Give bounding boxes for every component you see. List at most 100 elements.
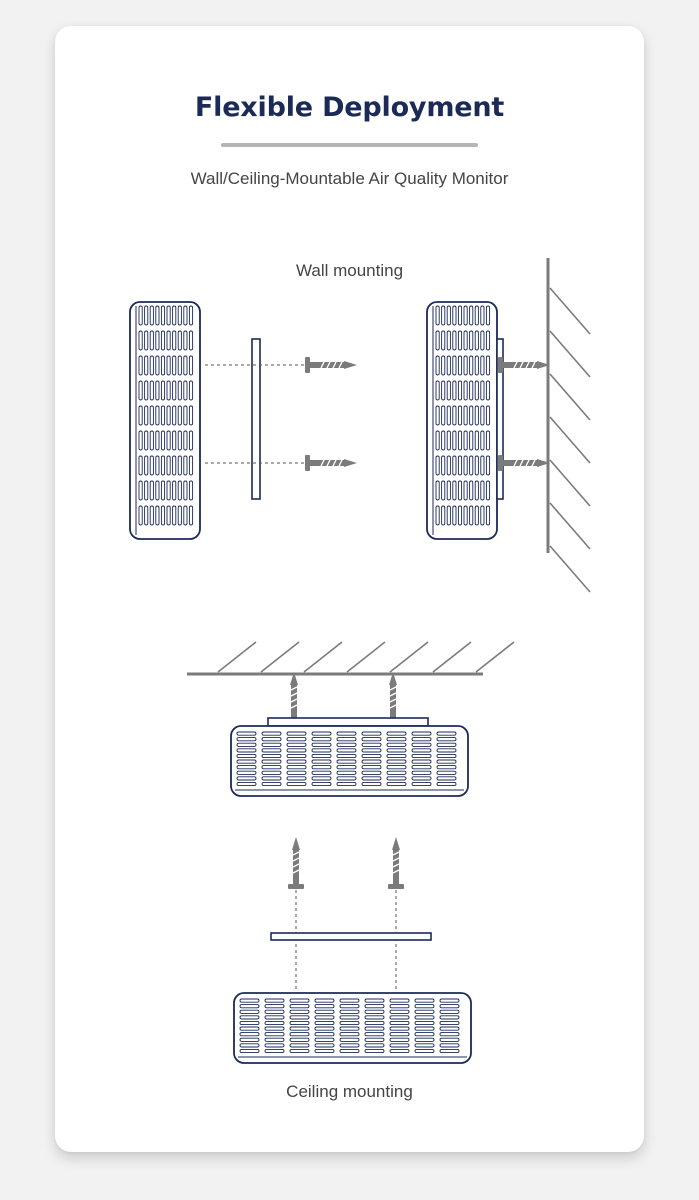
vent-slot <box>364 1015 385 1020</box>
vent-slot <box>188 380 194 401</box>
screw-icon <box>384 671 402 725</box>
wall-hatch-line <box>549 373 591 421</box>
vent-slot <box>480 455 485 476</box>
vent-slot <box>261 742 282 747</box>
vent-slot <box>138 305 143 326</box>
vent-slot <box>183 480 188 501</box>
vent-slot <box>441 505 446 526</box>
vent-slot <box>239 998 260 1003</box>
vent-slot <box>446 430 451 451</box>
vent-slot <box>236 765 257 770</box>
vent-slot <box>452 480 457 501</box>
title-underline <box>221 143 478 147</box>
vent-slot <box>389 1043 410 1048</box>
vent-slot <box>239 1037 260 1042</box>
vent-slot <box>160 455 166 476</box>
vent-slot <box>314 1009 335 1014</box>
vent-slot <box>452 305 457 326</box>
vent-slot <box>183 455 188 476</box>
vent-slot <box>286 731 307 736</box>
vent-slot <box>469 305 474 326</box>
vent-slot <box>435 480 440 501</box>
vent-slot <box>286 753 307 759</box>
vent-slot <box>463 405 468 426</box>
vent-slot <box>236 770 257 775</box>
vent-slot <box>160 405 166 426</box>
vent-slot <box>485 355 491 376</box>
vent-slot <box>155 380 160 401</box>
vent-slot <box>339 1009 360 1014</box>
ceiling-hatch-line <box>303 641 343 673</box>
vent-slot <box>261 748 282 753</box>
vent-slot <box>436 759 457 764</box>
vent-slot <box>172 505 177 526</box>
vent-slot <box>436 770 457 775</box>
vent-slot <box>389 1020 410 1026</box>
vent-slot <box>474 355 479 376</box>
vent-slot <box>314 998 335 1003</box>
vent-slot <box>339 1004 360 1009</box>
vent-slot <box>138 455 143 476</box>
vent-slot <box>361 753 382 759</box>
vent-slot <box>138 480 143 501</box>
vent-slot <box>463 455 468 476</box>
vent-slot <box>336 737 357 742</box>
wall-hatch-line <box>549 330 591 378</box>
vent-slot <box>474 480 479 501</box>
vent-slot <box>149 505 154 526</box>
vent-slot <box>239 1026 260 1031</box>
vent-slot <box>457 455 463 476</box>
vent-slot <box>149 355 154 376</box>
vent-slot <box>286 737 307 742</box>
vent-slot <box>264 1037 285 1042</box>
vent-slot <box>166 330 171 351</box>
vent-slot <box>172 330 177 351</box>
vent-slot <box>289 1009 310 1014</box>
vent-slot <box>289 998 310 1003</box>
vent-slot <box>336 748 357 753</box>
vent-slot <box>389 1037 410 1042</box>
wall-hatch-line <box>549 459 591 507</box>
vent-slot <box>436 753 457 759</box>
vent-slot <box>183 405 188 426</box>
ceiling-hatch-line <box>217 641 257 673</box>
vent-slot <box>166 355 171 376</box>
vent-slot <box>411 742 432 747</box>
vent-slot <box>160 505 166 526</box>
vent-slot <box>144 505 149 526</box>
vent-slot <box>183 380 188 401</box>
vent-slot <box>474 405 479 426</box>
vent-slot <box>155 405 160 426</box>
vent-slot <box>188 355 194 376</box>
vent-slot <box>441 355 446 376</box>
air-quality-monitor-icon <box>129 301 201 540</box>
vent-slot <box>138 330 143 351</box>
vent-slot <box>177 305 182 326</box>
air-quality-monitor-icon <box>230 725 469 797</box>
vent-slot <box>436 781 457 787</box>
vent-slot <box>485 330 491 351</box>
vent-slot <box>172 305 177 326</box>
vent-slot <box>414 1043 435 1048</box>
vent-slot <box>289 1020 310 1026</box>
vent-slot <box>314 1020 335 1026</box>
vent-slot <box>469 480 474 501</box>
vent-slot <box>311 765 332 770</box>
vent-slot <box>311 748 332 753</box>
vent-slot <box>177 455 182 476</box>
vent-slot <box>264 1015 285 1020</box>
vent-slot <box>441 430 446 451</box>
vent-slot <box>439 998 460 1003</box>
vent-slot <box>166 455 171 476</box>
vent-slot <box>435 430 440 451</box>
vent-slot <box>411 759 432 764</box>
vent-slot <box>480 330 485 351</box>
vent-slot <box>435 505 440 526</box>
vent-slot <box>261 759 282 764</box>
vent-slot <box>389 998 410 1003</box>
vent-slot <box>452 380 457 401</box>
vent-slot <box>314 1043 335 1048</box>
vent-slot <box>188 505 194 526</box>
vent-slot <box>286 781 307 787</box>
vent-slot <box>261 765 282 770</box>
